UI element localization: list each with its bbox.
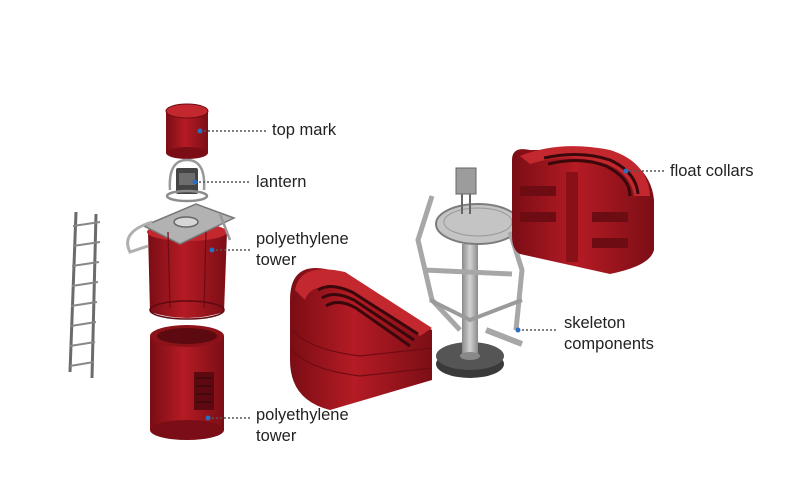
label-polyethylene-tower-lower: polyethylene tower xyxy=(256,406,349,445)
label-float-collars: float collars xyxy=(670,162,754,180)
lantern xyxy=(165,158,209,203)
center-float-collar xyxy=(290,268,433,410)
right-float-collar xyxy=(512,146,654,274)
label-top-mark: top mark xyxy=(272,121,337,139)
upper-tower xyxy=(126,203,236,320)
skeleton-frame xyxy=(415,167,525,378)
lower-tower xyxy=(150,325,224,440)
label-polyethylene-tower-upper: polyethylene tower xyxy=(256,230,349,269)
leader-lines xyxy=(192,128,664,421)
label-skeleton-components: skeleton components xyxy=(564,314,654,353)
ladder xyxy=(68,211,101,379)
label-lantern: lantern xyxy=(256,173,307,191)
